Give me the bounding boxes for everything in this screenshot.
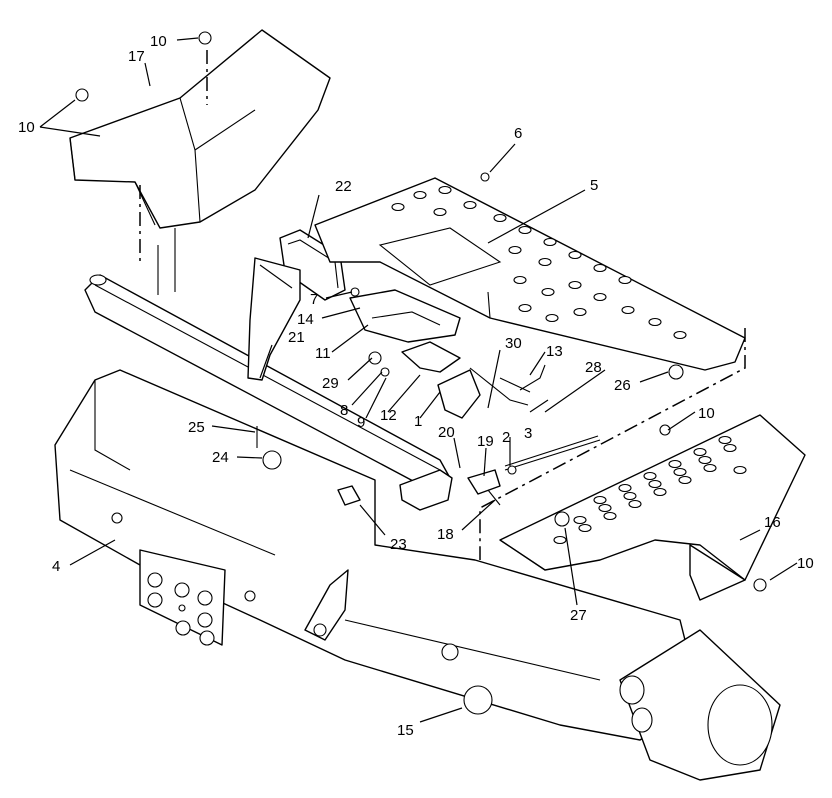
clevis-assembly <box>467 469 501 506</box>
part-8-nut <box>380 367 390 377</box>
callout-23: 23 <box>390 536 407 553</box>
callout-labels: 10 17 10 22 6 5 7 14 11 21 29 8 9 12 1 3… <box>18 33 814 739</box>
callout-10-top: 10 <box>150 33 167 50</box>
leader-lines <box>39 37 798 723</box>
callout-2: 2 <box>502 429 510 446</box>
part-13-rod <box>519 364 546 391</box>
callout-1: 1 <box>414 413 422 430</box>
part-29-washer <box>368 351 382 365</box>
callout-18: 18 <box>437 526 454 543</box>
callout-19: 19 <box>477 433 494 450</box>
callout-21: 21 <box>288 329 305 346</box>
callout-26: 26 <box>614 377 631 394</box>
part-24-washer <box>262 450 282 470</box>
callout-27: 27 <box>570 607 587 624</box>
part-5-footboard <box>314 177 746 371</box>
callout-5: 5 <box>590 177 598 194</box>
part-10-bolt-lower-right <box>753 578 767 592</box>
part-15-grommet <box>463 685 493 715</box>
callout-29: 29 <box>322 375 339 392</box>
callout-15: 15 <box>397 722 414 739</box>
part-10-bolt-top <box>198 31 212 45</box>
callout-7: 7 <box>310 291 318 308</box>
cable-rod <box>504 435 601 475</box>
callout-10-right: 10 <box>698 405 715 422</box>
callout-12: 12 <box>380 407 397 424</box>
part-17-cover <box>69 29 331 295</box>
part-28-pin <box>529 399 549 413</box>
part-10-bolt-left <box>75 88 89 102</box>
pedal-arm <box>247 257 301 381</box>
part-10-bolt-right <box>659 424 671 436</box>
callout-13: 13 <box>546 343 563 360</box>
part-26-nut <box>668 364 684 380</box>
frame-lines-right <box>479 328 746 560</box>
part-6-bolt <box>480 172 490 182</box>
callout-20: 20 <box>438 424 455 441</box>
callout-16: 16 <box>764 514 781 531</box>
callout-25: 25 <box>188 419 205 436</box>
callout-14: 14 <box>297 311 314 328</box>
footboard-16-hole-grid <box>553 435 747 545</box>
part-21-cross-tube <box>84 274 453 511</box>
part-7-bolt <box>350 287 360 297</box>
footboard-hole-grid <box>391 185 687 340</box>
callout-9: 9 <box>357 414 365 431</box>
callout-10-left: 10 <box>18 119 35 136</box>
part-4-frame <box>54 369 701 741</box>
callout-28: 28 <box>585 359 602 376</box>
callout-11: 11 <box>315 345 331 362</box>
callout-4: 4 <box>52 558 60 575</box>
part-16-footboard <box>499 414 806 601</box>
part-23-pin <box>337 485 361 506</box>
callout-3: 3 <box>524 425 532 442</box>
callout-8: 8 <box>340 402 348 419</box>
callout-17: 17 <box>128 48 145 65</box>
callout-10-lower-right: 10 <box>797 555 814 572</box>
callout-6: 6 <box>514 125 522 142</box>
fasteners <box>75 31 767 715</box>
hub-housing <box>619 629 781 781</box>
callout-22: 22 <box>335 178 352 195</box>
linkage-assembly <box>349 289 531 419</box>
part-27-nut <box>554 511 570 527</box>
callout-24: 24 <box>212 449 229 466</box>
callout-30: 30 <box>505 335 522 352</box>
